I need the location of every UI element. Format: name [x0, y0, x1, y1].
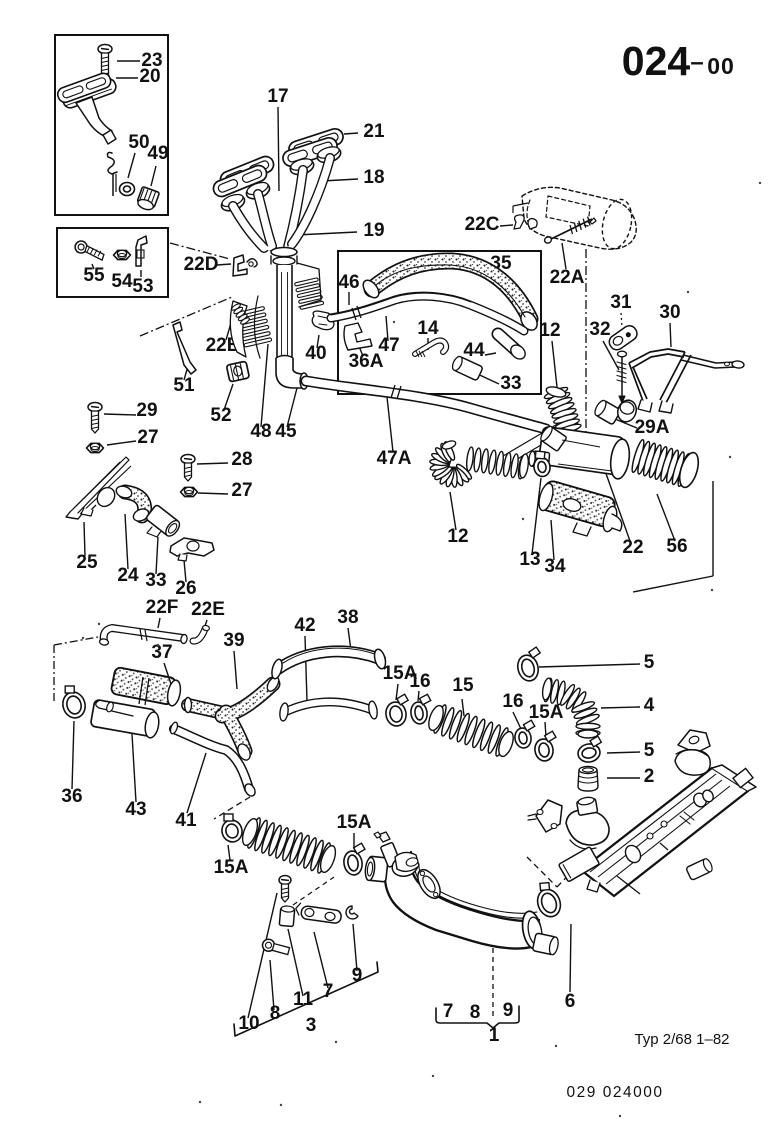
svg-text:3: 3	[306, 1015, 317, 1036]
svg-text:8: 8	[470, 1002, 481, 1023]
svg-text:22B: 22B	[206, 335, 241, 356]
svg-text:34: 34	[544, 556, 566, 577]
svg-text:27: 27	[137, 427, 158, 448]
svg-text:12: 12	[539, 320, 560, 341]
svg-text:25: 25	[76, 552, 98, 573]
svg-text:23: 23	[141, 50, 162, 71]
svg-text:029 024000: 029 024000	[567, 1084, 664, 1101]
svg-text:39: 39	[223, 630, 244, 651]
svg-text:52: 52	[210, 405, 231, 426]
svg-text:47A: 47A	[377, 448, 412, 469]
svg-text:31: 31	[610, 292, 632, 313]
svg-text:26: 26	[175, 578, 196, 599]
svg-text:15A: 15A	[214, 857, 249, 878]
svg-text:29A: 29A	[635, 417, 670, 438]
svg-text:4: 4	[644, 695, 655, 716]
svg-text:28: 28	[231, 449, 252, 470]
svg-text:29: 29	[136, 400, 157, 421]
svg-text:40: 40	[305, 343, 326, 364]
svg-text:15A: 15A	[337, 812, 372, 833]
svg-text:16: 16	[502, 691, 523, 712]
svg-text:14: 14	[417, 318, 439, 339]
svg-text:55: 55	[83, 265, 105, 286]
svg-text:9: 9	[352, 965, 363, 986]
svg-text:38: 38	[337, 607, 358, 628]
svg-text:30: 30	[659, 302, 680, 323]
svg-text:49: 49	[147, 143, 168, 164]
svg-text:10: 10	[238, 1013, 259, 1034]
svg-text:22C: 22C	[465, 214, 500, 235]
svg-text:45: 45	[275, 421, 297, 442]
svg-text:12: 12	[447, 526, 468, 547]
svg-text:7: 7	[323, 981, 334, 1002]
svg-text:1: 1	[489, 1025, 500, 1046]
svg-text:36: 36	[61, 786, 82, 807]
svg-text:2: 2	[644, 766, 655, 787]
svg-text:18: 18	[363, 167, 384, 188]
svg-text:27: 27	[231, 480, 252, 501]
svg-text:44: 44	[463, 340, 485, 361]
svg-text:46: 46	[338, 272, 359, 293]
svg-text:7: 7	[443, 1001, 454, 1022]
svg-text:15A: 15A	[383, 663, 418, 684]
svg-text:15A: 15A	[529, 702, 564, 723]
svg-text:9: 9	[503, 1000, 514, 1021]
svg-text:56: 56	[666, 536, 687, 557]
svg-text:22A: 22A	[550, 267, 585, 288]
svg-text:19: 19	[363, 220, 384, 241]
svg-text:37: 37	[151, 642, 172, 663]
svg-text:41: 41	[175, 810, 197, 831]
svg-text:13: 13	[519, 549, 540, 570]
svg-text:33: 33	[145, 570, 166, 591]
svg-text:51: 51	[173, 375, 195, 396]
svg-text:33: 33	[500, 373, 521, 394]
svg-text:5: 5	[644, 652, 655, 673]
svg-text:22F: 22F	[146, 597, 179, 618]
svg-text:5: 5	[644, 740, 655, 761]
svg-text:20: 20	[139, 66, 160, 87]
svg-text:Typ 2/68 1–82: Typ 2/68 1–82	[634, 1031, 729, 1048]
svg-text:47: 47	[378, 335, 399, 356]
svg-text:53: 53	[132, 276, 153, 297]
svg-text:50: 50	[128, 132, 149, 153]
svg-text:36A: 36A	[349, 351, 384, 372]
svg-text:22D: 22D	[184, 254, 219, 275]
svg-text:8: 8	[270, 1003, 281, 1024]
svg-text:15: 15	[452, 675, 474, 696]
svg-text:24: 24	[117, 565, 139, 586]
svg-text:21: 21	[363, 121, 385, 142]
svg-text:6: 6	[565, 991, 576, 1012]
svg-text:17: 17	[267, 86, 288, 107]
svg-text:–: –	[690, 49, 703, 76]
svg-text:43: 43	[125, 799, 146, 820]
svg-text:42: 42	[294, 615, 315, 636]
svg-text:00: 00	[707, 53, 735, 79]
svg-text:22: 22	[622, 537, 643, 558]
svg-text:024: 024	[622, 38, 691, 84]
svg-text:22E: 22E	[191, 599, 225, 620]
svg-text:54: 54	[111, 271, 133, 292]
svg-text:16: 16	[409, 671, 430, 692]
svg-text:48: 48	[250, 421, 271, 442]
svg-text:32: 32	[589, 319, 610, 340]
svg-text:11: 11	[293, 989, 314, 1010]
